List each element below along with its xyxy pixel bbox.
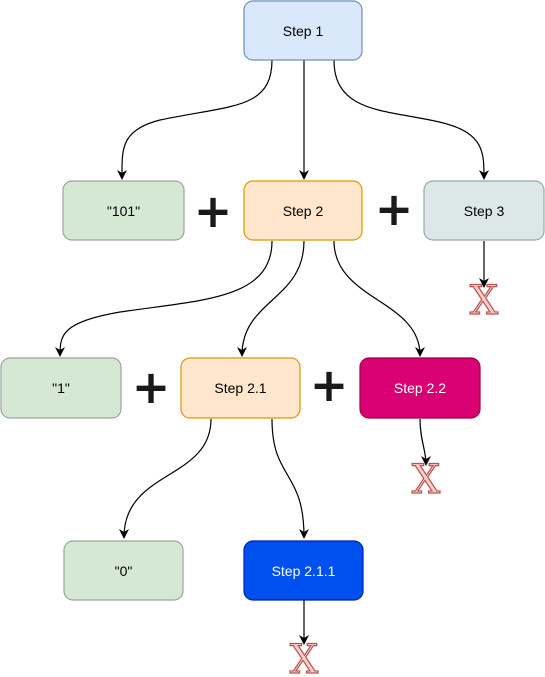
x-icon: X bbox=[290, 637, 319, 677]
edge-step21-to-step211 bbox=[271, 418, 309, 539]
plus-icon: + bbox=[194, 184, 233, 238]
plus-icon: + bbox=[310, 358, 349, 412]
x-icon: X bbox=[412, 457, 441, 503]
svg-text:Step 1: Step 1 bbox=[283, 23, 324, 39]
edge-step2-to-1 bbox=[55, 240, 273, 357]
node-step-2-1: Step 2.1 bbox=[180, 357, 301, 419]
plus-icon: + bbox=[132, 360, 171, 414]
svg-text:"101": "101" bbox=[107, 203, 140, 219]
svg-text:"0": "0" bbox=[115, 563, 133, 579]
edge-step21-to-0 bbox=[119, 418, 212, 539]
terminals: X X X bbox=[289, 277, 499, 677]
node-step-2: Step 2 bbox=[243, 180, 363, 241]
plus-icon: + bbox=[375, 182, 414, 236]
node-step-3: Step 3 bbox=[423, 180, 545, 241]
svg-text:Step 2: Step 2 bbox=[283, 203, 324, 219]
node-step-2-2: Step 2.2 bbox=[359, 357, 481, 419]
edge-step1-to-101 bbox=[116, 59, 273, 180]
node-literal-1: "1" bbox=[0, 357, 122, 419]
operators: + + + + bbox=[132, 182, 414, 414]
edge-step1-to-step3 bbox=[333, 59, 489, 180]
svg-text:Step 2.1: Step 2.1 bbox=[214, 380, 266, 396]
node-step-2-1-1: Step 2.1.1 bbox=[243, 540, 364, 601]
edge-step22-to-x bbox=[419, 418, 431, 466]
x-icon: X bbox=[470, 278, 499, 324]
edges bbox=[55, 59, 489, 645]
svg-text:Step 2.1.1: Step 2.1.1 bbox=[272, 563, 336, 579]
node-step-1: Step 1 bbox=[243, 0, 363, 61]
svg-text:Step 2.2: Step 2.2 bbox=[394, 380, 446, 396]
node-literal-101: "101" bbox=[62, 180, 185, 241]
node-literal-0: "0" bbox=[63, 540, 184, 601]
svg-text:Step 3: Step 3 bbox=[464, 203, 505, 219]
svg-text:"1": "1" bbox=[52, 380, 70, 396]
nodes: Step 1 "101" Step 2 Step 3 "1" Step 2.1 … bbox=[0, 0, 545, 601]
edge-step2-to-step22 bbox=[333, 240, 425, 357]
edge-step2-to-step21 bbox=[237, 240, 305, 357]
